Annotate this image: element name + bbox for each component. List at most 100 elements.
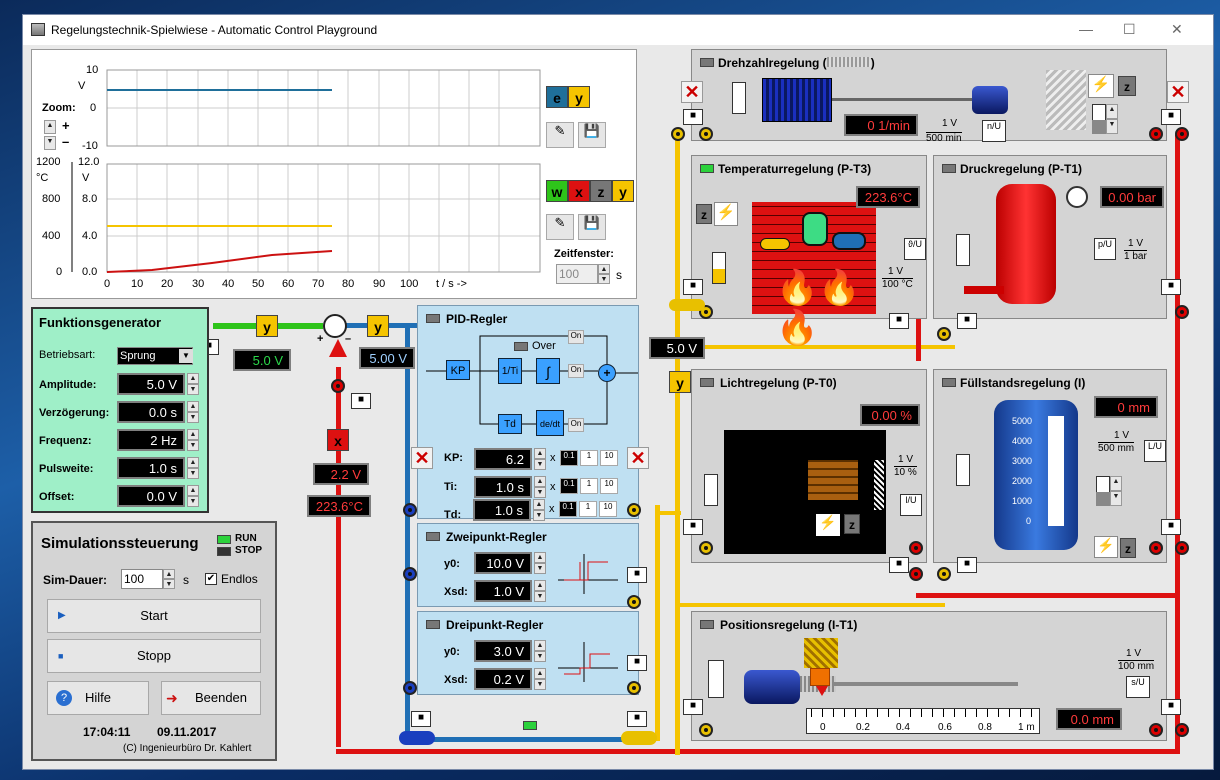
x-plug[interactable]: ■	[351, 393, 371, 409]
pid-remove-left[interactable]: ✕	[411, 447, 433, 469]
pid-led[interactable]	[426, 314, 440, 323]
mult-01-ti[interactable]: 0.1	[560, 478, 578, 494]
kp-field[interactable]: 6.2	[474, 448, 532, 470]
druck-plug-left[interactable]: ■	[957, 313, 977, 329]
socket[interactable]	[1149, 723, 1163, 737]
on-button-3[interactable]: On	[568, 418, 584, 432]
socket[interactable]	[1149, 541, 1163, 555]
socket[interactable]	[909, 541, 923, 555]
pulsweite-field[interactable]: 1.0 s	[117, 457, 185, 479]
mult-10-ti[interactable]: 10	[600, 478, 618, 494]
disturbance-icon[interactable]: ⚡	[1094, 536, 1118, 558]
temperatur-led[interactable]	[700, 164, 714, 173]
hilfe-button[interactable]: ?Hilfe	[47, 681, 149, 715]
spin-down[interactable]: ▼	[534, 679, 546, 690]
temp-plug-left[interactable]: ■	[683, 279, 703, 295]
mult-10-kp[interactable]: 10	[600, 450, 618, 466]
socket[interactable]	[699, 541, 713, 555]
position-led[interactable]	[700, 620, 714, 629]
stopp-button[interactable]: ■Stopp	[47, 639, 261, 673]
bottom-plug-right[interactable]: ■	[627, 711, 647, 727]
socket[interactable]	[1175, 305, 1189, 319]
drehzahl-remove-left[interactable]: ✕	[681, 81, 703, 103]
z-tag[interactable]: z	[696, 204, 712, 224]
socket[interactable]	[909, 567, 923, 581]
legend-y2[interactable]: y	[612, 180, 634, 202]
spin-up[interactable]: ▲	[534, 552, 546, 563]
mult-1-ti[interactable]: 1	[580, 478, 598, 494]
beenden-button[interactable]: ➜Beenden	[161, 681, 261, 715]
socket[interactable]	[937, 567, 951, 581]
spin-down[interactable]: ▼	[534, 487, 546, 498]
spin-down[interactable]: ▼	[533, 510, 545, 521]
spin-down[interactable]: ▼	[1106, 119, 1118, 134]
spin-down[interactable]: ▼	[187, 440, 199, 451]
zweipunkt-socket-out[interactable]	[627, 595, 641, 609]
disturbance-icon[interactable]: ⚡	[714, 202, 738, 226]
pid-remove-right[interactable]: ✕	[627, 447, 649, 469]
spin-down[interactable]: ▼	[187, 496, 199, 507]
spin-down[interactable]: ▼	[1110, 491, 1122, 506]
drehzahl-led[interactable]	[700, 58, 714, 67]
maximize-icon[interactable]: ☐	[1123, 21, 1136, 37]
disturbance-icon[interactable]: ⚡	[816, 514, 840, 536]
licht-led[interactable]	[700, 378, 714, 387]
position-plug-right[interactable]: ■	[1161, 699, 1181, 715]
drehzahl-plug-left[interactable]: ■	[683, 109, 703, 125]
temp-plug-right[interactable]: ■	[889, 313, 909, 329]
chart-edit-icon[interactable]: ✎	[546, 122, 574, 148]
spin-up[interactable]: ▲	[163, 569, 175, 579]
legend-e[interactable]: e	[546, 86, 568, 108]
fuellstand-plug-right[interactable]: ■	[1161, 519, 1181, 535]
pid-socket-out[interactable]	[627, 503, 641, 517]
dreipunkt-socket-out[interactable]	[627, 681, 641, 695]
zweipunkt-xsd-field[interactable]: 1.0 V	[474, 580, 532, 602]
socket[interactable]	[1175, 541, 1189, 555]
drehzahl-plug-right[interactable]: ■	[1161, 109, 1181, 125]
mult-01-td[interactable]: 0.1	[559, 501, 577, 517]
zweipunkt-led[interactable]	[426, 532, 440, 541]
td-field[interactable]: 1.0 s	[473, 499, 531, 521]
amplitude-field[interactable]: 5.0 V	[117, 373, 185, 395]
spin-down[interactable]: ▼	[187, 412, 199, 423]
dreipunkt-xsd-field[interactable]: 0.2 V	[474, 668, 532, 690]
z-tag[interactable]: z	[1120, 538, 1136, 558]
ti-field[interactable]: 1.0 s	[474, 476, 532, 498]
mult-10-td[interactable]: 10	[599, 501, 617, 517]
frequenz-field[interactable]: 2 Hz	[117, 429, 185, 451]
pid-socket-in[interactable]	[403, 503, 417, 517]
on-button-2[interactable]: On	[568, 364, 584, 378]
spin-down[interactable]: ▼	[534, 591, 546, 602]
x-socket[interactable]	[331, 379, 345, 393]
betriebsart-select[interactable]: Sprung	[117, 347, 193, 365]
endlos-checkbox[interactable]: ✔	[205, 573, 217, 585]
spin-up[interactable]: ▲	[534, 580, 546, 591]
zeitfenster-down[interactable]: ▼	[598, 274, 610, 284]
socket[interactable]	[937, 327, 951, 341]
z-tag[interactable]: z	[1118, 76, 1136, 96]
socket[interactable]	[699, 723, 713, 737]
spin-down[interactable]: ▼	[187, 384, 199, 395]
spin-up[interactable]: ▲	[534, 476, 546, 487]
disturbance-icon[interactable]: ⚡	[1088, 74, 1114, 98]
chart-edit-icon-2[interactable]: ✎	[546, 214, 574, 240]
zoom-up-button[interactable]: ▲	[44, 120, 56, 134]
spin-down[interactable]: ▼	[534, 459, 546, 470]
socket[interactable]	[699, 127, 713, 141]
spin-up[interactable]: ▲	[1106, 104, 1118, 119]
socket[interactable]	[671, 127, 685, 141]
dropdown-icon[interactable]: ▼	[179, 349, 193, 363]
spin-up[interactable]: ▲	[187, 401, 199, 412]
zweipunkt-socket-in[interactable]	[403, 567, 417, 581]
socket[interactable]	[1149, 127, 1163, 141]
verzoegerung-field[interactable]: 0.0 s	[117, 401, 185, 423]
spin-up[interactable]: ▲	[534, 640, 546, 651]
dreipunkt-y0-field[interactable]: 3.0 V	[474, 640, 532, 662]
save-icon-2[interactable]: 💾	[578, 214, 606, 240]
zweipunkt-plug[interactable]: ■	[627, 567, 647, 583]
start-button[interactable]: ▶Start	[47, 599, 261, 633]
druck-plug-right[interactable]: ■	[1161, 279, 1181, 295]
close-icon[interactable]: ✕	[1171, 21, 1183, 37]
legend-y[interactable]: y	[568, 86, 590, 108]
spin-down[interactable]: ▼	[534, 563, 546, 574]
